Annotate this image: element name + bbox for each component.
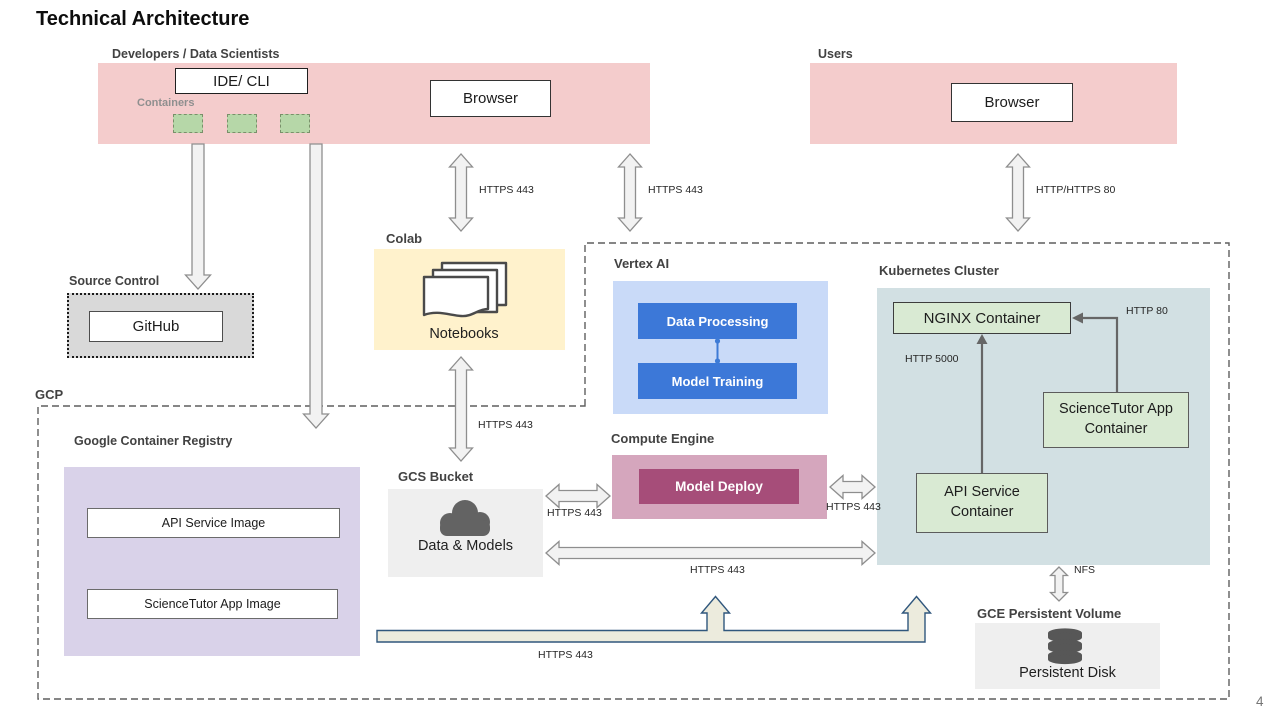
arrow-gcs-compute (545, 483, 611, 509)
arrow-users-k8s (1005, 153, 1031, 232)
edge-label-gcs-compute: HTTPS 443 (547, 507, 602, 519)
edge-label-gcs-k8s: HTTPS 443 (690, 564, 745, 576)
container-chip-2 (227, 114, 257, 133)
arrow-gcs-k8s (545, 540, 876, 566)
source-control-label: Source Control (69, 274, 160, 288)
data-models-caption: Data & Models (417, 538, 514, 554)
users-label: Users (818, 47, 853, 61)
model-deploy-node: Model Deploy (639, 469, 799, 504)
colab-label: Colab (386, 231, 423, 246)
container-chip-3 (280, 114, 310, 133)
github-node: GitHub (89, 311, 223, 342)
persistent-disk-caption: Persistent Disk (1019, 665, 1116, 681)
edge-label-http-80: HTTP 80 (1126, 305, 1168, 317)
compute-engine-label: Compute Engine (611, 431, 715, 446)
container-registry-label: Google Container Registry (74, 434, 233, 448)
page-number: 4 (1256, 694, 1264, 709)
gce-persistent-volume-label: GCE Persistent Volume (977, 606, 1122, 621)
edge-label-dev-colab: HTTPS 443 (479, 184, 534, 196)
edge-label-colab-gcs: HTTPS 443 (478, 419, 533, 431)
model-training-node: Model Training (638, 363, 797, 399)
page-title: Technical Architecture (36, 8, 250, 30)
sciencetutor-app-container-node: ScienceTutor App Container (1043, 392, 1189, 448)
gcs-bucket-zone (388, 489, 543, 577)
arrow-dev-to-registry (302, 143, 330, 429)
edge-label-gcr-push: HTTPS 443 (538, 649, 593, 661)
kubernetes-cluster-label: Kubernetes Cluster (879, 263, 999, 278)
arrow-dev-gcp (617, 153, 643, 232)
developers-label: Developers / Data Scientists (112, 47, 280, 61)
data-processing-node: Data Processing (638, 303, 797, 339)
edge-label-compute-k8s: HTTPS 443 (826, 501, 881, 513)
gcp-boundary-label: GCP (35, 387, 64, 402)
notebooks-caption: Notebooks (429, 326, 499, 342)
arrow-dev-colab (448, 153, 474, 232)
sciencetutor-app-image-node: ScienceTutor App Image (87, 589, 338, 619)
containers-label: Containers (137, 97, 195, 109)
edge-label-nfs: NFS (1074, 564, 1095, 576)
edge-label-users-k8s: HTTP/HTTPS 80 (1036, 184, 1116, 196)
vertex-ai-label: Vertex AI (614, 256, 670, 271)
ide-cli-node: IDE/ CLI (175, 68, 308, 94)
edge-label-dev-gcp: HTTPS 443 (648, 184, 703, 196)
edge-label-http-5000: HTTP 5000 (905, 353, 959, 365)
container-chip-1 (173, 114, 203, 133)
arrow-dev-to-source-control (184, 143, 212, 290)
container-registry-zone (64, 467, 360, 656)
api-service-image-node: API Service Image (87, 508, 340, 538)
nginx-container-node: NGINX Container (893, 302, 1071, 334)
user-browser-node: Browser (951, 83, 1073, 122)
arrow-compute-k8s (829, 474, 876, 500)
arrow-k8s-persistent-volume (1048, 566, 1070, 602)
gcr-push-arrow (376, 595, 933, 643)
developer-browser-node: Browser (430, 80, 551, 117)
api-service-container-node: API Service Container (916, 473, 1048, 533)
gcs-bucket-label: GCS Bucket (398, 469, 474, 484)
arrow-colab-gcs (448, 356, 474, 462)
